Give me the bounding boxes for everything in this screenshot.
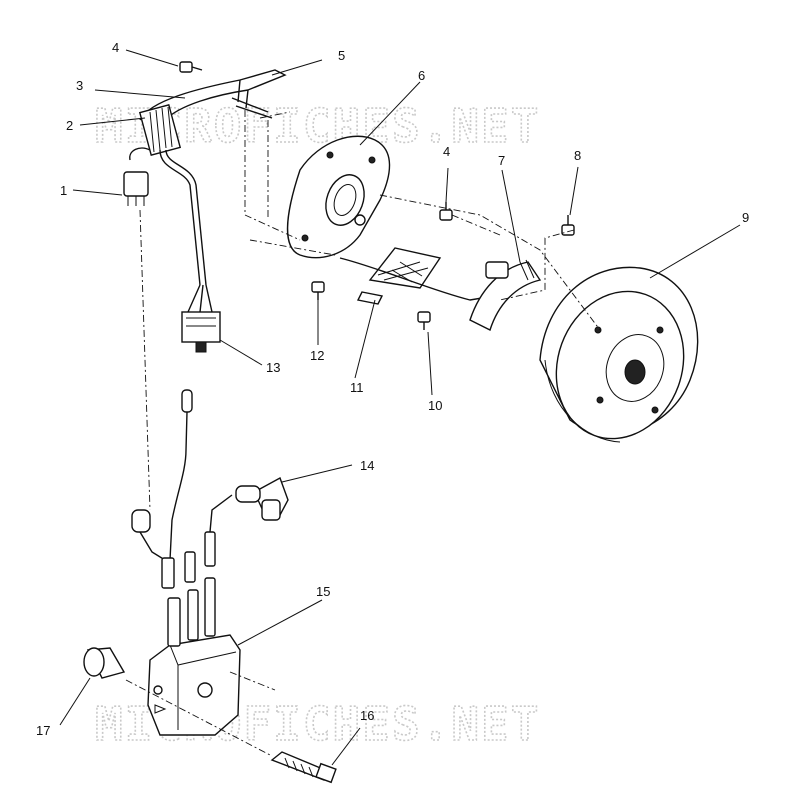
callout-11: 11: [350, 380, 364, 395]
flywheel: [539, 266, 699, 443]
callout-7: 7: [498, 153, 505, 168]
callout-10: 10: [428, 398, 442, 413]
pulser-coil: [469, 259, 542, 331]
connector-tab: [195, 341, 207, 353]
callout-2: 2: [66, 118, 73, 133]
callout-17: 17: [36, 723, 50, 738]
callout-12: 12: [310, 348, 324, 363]
callout-16: 16: [360, 708, 374, 723]
spark-plug-cap: [235, 476, 289, 521]
callout-13: 13: [266, 360, 280, 375]
screw-4-right: [439, 202, 453, 221]
connector-13: [181, 311, 221, 343]
lighting-coil: [339, 247, 501, 305]
callout-4-top: 4: [112, 40, 119, 55]
bolt-16: [270, 751, 337, 784]
screw-8: [561, 215, 575, 236]
callout-14: 14: [360, 458, 374, 473]
callout-9: 9: [742, 210, 749, 225]
ignition-leads: [131, 389, 233, 589]
wiring-harness: [123, 69, 287, 353]
connector-1: [123, 171, 149, 197]
callout-5: 5: [338, 48, 345, 63]
screw-4-top: [179, 61, 203, 73]
callout-6: 6: [418, 68, 425, 83]
cdi-box: [147, 577, 241, 736]
callout-3: 3: [76, 78, 83, 93]
screw-10: [417, 311, 431, 330]
callout-numbers: 1 2 3 4 5 6 4 7 8 9 13 12 11 10 14 15 16…: [36, 40, 749, 738]
rubber-bushing: [83, 647, 126, 679]
callout-4-right: 4: [443, 144, 450, 159]
leader-lines: [59, 49, 741, 766]
callout-1: 1: [60, 183, 67, 198]
callout-15: 15: [316, 584, 330, 599]
assembly-lines: [125, 110, 601, 756]
stator-plate: [286, 135, 391, 259]
callout-8: 8: [574, 148, 581, 163]
screw-12: [311, 281, 325, 300]
